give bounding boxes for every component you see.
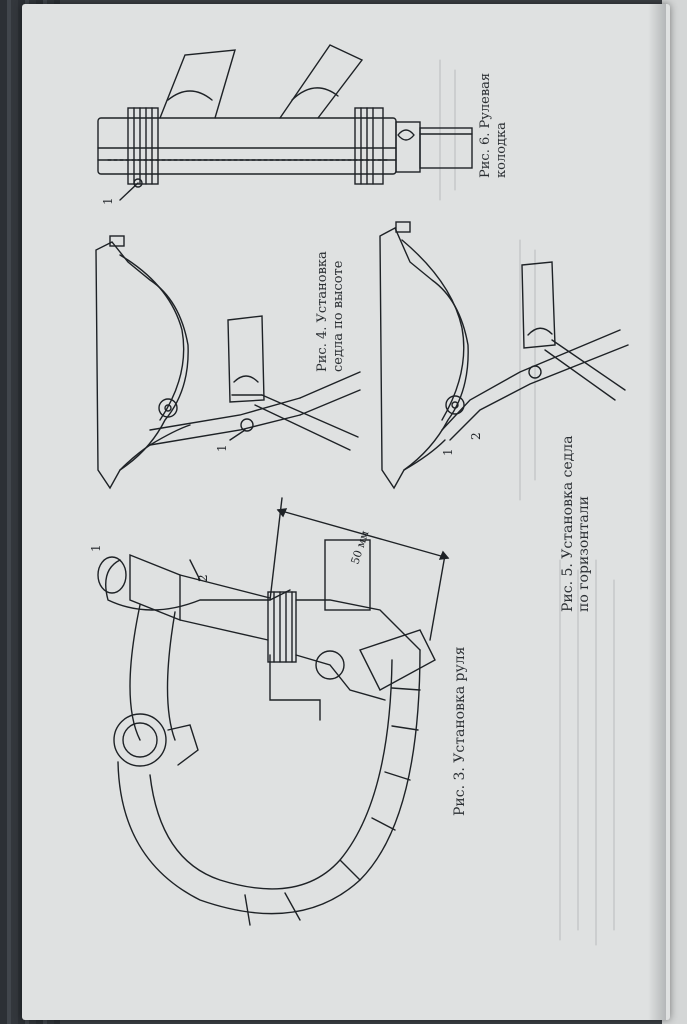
caption-fig5-line1: Рис. 5. Установка седла: [560, 435, 576, 612]
dimension-label: 50 мм: [348, 529, 371, 566]
caption-fig6-line2: колодка: [494, 122, 509, 178]
figure-5-seat-horizontal-drawing: [379, 221, 629, 490]
caption-fig6-line1: Рис. 6. Рулевая: [478, 72, 493, 178]
caption-fig4: Рис. 4. Установка седла по высоте: [315, 251, 347, 372]
fig3-callout-2: 2: [196, 574, 210, 582]
figure-3-handlebar-drawing: [97, 497, 450, 926]
bleed-through-text: [439, 59, 615, 946]
fig5-callout-2: 2: [469, 432, 483, 440]
page-gutter-shadow: [648, 4, 666, 1020]
figure-6-steering-block-drawing: [97, 44, 473, 201]
fig3-callout-1: 1: [89, 544, 103, 552]
callout-numbers: 1 1 1 2 1 2 50 мм: [89, 197, 483, 582]
caption-fig5-line2: по горизонтали: [576, 496, 592, 612]
caption-fig6: Рис. 6. Рулевая колодка: [478, 73, 510, 178]
caption-fig3-line1: Рис. 3. Установка руля: [452, 646, 468, 816]
fig5-callout-1: 1: [441, 448, 455, 456]
caption-fig5: Рис. 5. Установка седла по горизонтали: [560, 435, 592, 612]
caption-fig3: Рис. 3. Установка руля: [452, 647, 468, 816]
fig4-callout-1: 1: [215, 444, 229, 452]
figure-4-seat-height-drawing: [95, 235, 361, 490]
caption-fig4-line2: седла по высоте: [331, 260, 346, 372]
caption-fig4-line1: Рис. 4. Установка: [315, 251, 330, 372]
fig6-callout-1: 1: [101, 197, 115, 205]
